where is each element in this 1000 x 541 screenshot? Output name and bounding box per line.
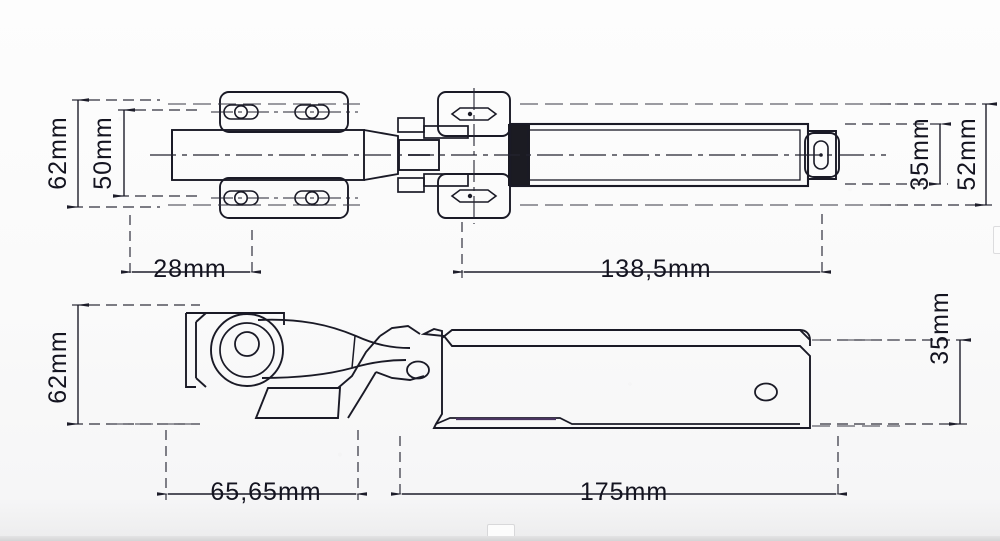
body-hole-right — [754, 382, 778, 402]
top-view-upper-mounting-plate — [211, 91, 358, 133]
side-view-group — [67, 303, 971, 500]
dimension-50mm-top — [113, 108, 200, 198]
bracket-slot-hole — [450, 189, 498, 203]
dimension-label-175mm: 175mm — [580, 478, 668, 506]
bracket-slot-hole — [450, 107, 498, 121]
dimension-65-65mm — [157, 430, 367, 500]
right-edge-marker — [993, 226, 1000, 254]
body-hole-left — [406, 360, 430, 380]
dimension-28mm — [121, 215, 261, 278]
bottom-edge-notch — [487, 524, 515, 536]
dimension-62mm-top — [67, 98, 160, 209]
dimension-62mm-side — [67, 303, 200, 426]
dimension-label-28mm: 28mm — [153, 255, 226, 283]
dimension-label-35mm-side: 35mm — [926, 291, 954, 364]
dimension-35mm-top — [845, 122, 951, 186]
cam-outer-circle — [210, 313, 284, 387]
side-view-keeper — [254, 335, 381, 419]
dimension-label-52mm-top: 52mm — [953, 117, 981, 190]
side-view-lever — [185, 312, 411, 388]
dimension-label-65-65mm: 65,65mm — [210, 478, 321, 506]
dimension-label-62mm-top: 62mm — [44, 116, 72, 189]
dimension-label-50mm-top: 50mm — [89, 116, 117, 189]
top-view-lower-mounting-plate — [211, 177, 358, 219]
top-view-right-bracket — [437, 88, 511, 224]
pivot-hole — [234, 331, 260, 357]
dimension-label-138-5mm: 138,5mm — [600, 255, 711, 283]
bottom-edge-bar — [0, 536, 1000, 541]
side-view-main-body — [406, 327, 811, 429]
dimension-138-5mm — [453, 214, 831, 278]
side-view-neck — [375, 325, 425, 381]
top-view-hinge-block — [397, 117, 469, 193]
dimension-label-62mm-side: 62mm — [44, 330, 72, 403]
cam-mid-circle — [219, 322, 275, 378]
dimension-label-35mm-top: 35mm — [906, 117, 934, 190]
top-view-group — [67, 88, 997, 278]
dimension-175mm — [391, 436, 847, 500]
